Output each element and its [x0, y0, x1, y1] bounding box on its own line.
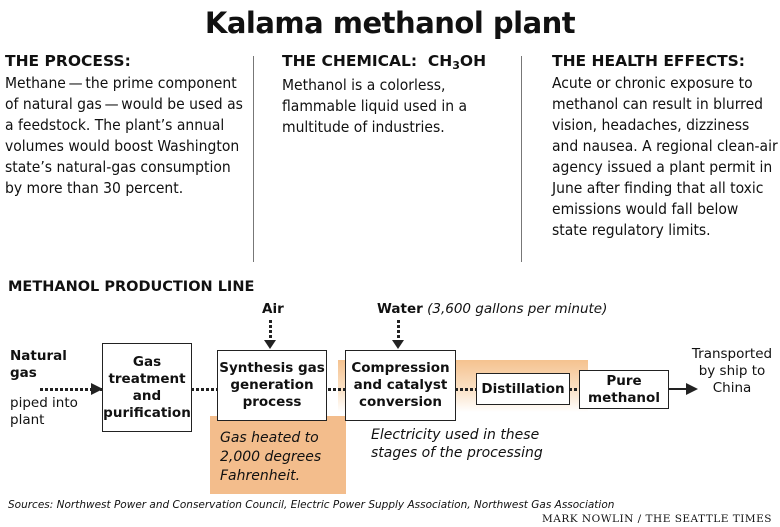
flow-line-4: [569, 388, 580, 391]
water-note: (3,600 gallons per minute): [427, 301, 608, 317]
chemical-heading-label: THE CHEMICAL:: [282, 52, 418, 70]
health-column: THE HEALTH EFFECTS: Acute or chronic exp…: [552, 52, 778, 241]
chemical-heading: THE CHEMICAL: CH3OH: [282, 52, 512, 72]
flow-line-input: [40, 388, 102, 391]
input-natural-gas-label: Natural gas: [10, 348, 67, 381]
arrow-right-icon: [91, 383, 103, 395]
health-body: Acute or chronic exposure to methanol ca…: [552, 74, 778, 239]
step-distillation: Distillation: [476, 373, 570, 405]
process-column: THE PROCESS: Methane — the prime compone…: [5, 52, 245, 199]
chemical-column: THE CHEMICAL: CH3OH Methanol is a colorl…: [282, 52, 512, 138]
air-dashed-line: [269, 320, 272, 344]
water-label: Water: [377, 301, 423, 317]
heat-note: Gas heated to 2,000 degrees Fahrenheit.: [220, 430, 322, 484]
step-gas-treatment: Gas treatment and purification: [102, 343, 192, 432]
arrow-down-icon: [264, 340, 276, 349]
column-divider-right: [521, 56, 522, 262]
formula-suffix: OH: [459, 52, 487, 70]
electricity-note: Electricity used in these stages of the …: [371, 427, 543, 461]
water-dashed-line: [397, 320, 400, 344]
credit-line: MARK NOWLIN / THE SEATTLE TIMES: [542, 513, 772, 525]
arrow-down-icon: [392, 340, 404, 349]
flow-line-3: [455, 388, 477, 391]
output-note: Transported by ship to China: [691, 346, 773, 396]
formula-prefix: CH: [427, 52, 453, 70]
process-heading: THE PROCESS:: [5, 52, 131, 70]
chemical-body: Methanol is a colorless, flammable liqui…: [282, 76, 468, 136]
production-line-heading: METHANOL PRODUCTION LINE: [8, 279, 255, 295]
process-body: Methane — the prime component of natural…: [5, 74, 243, 197]
air-label: Air: [262, 301, 284, 317]
formula-subscript: 3: [452, 59, 460, 72]
input-piped-label: piped into plant: [10, 395, 78, 428]
step-compression: Compression and catalyst conversion: [345, 350, 456, 421]
page-title: Kalama methanol plant: [204, 6, 576, 40]
heat-highlight: [210, 416, 346, 494]
flow-line-1: [191, 388, 218, 391]
column-divider-left: [253, 56, 254, 262]
flow-line-output: [668, 388, 690, 390]
step-pure-methanol: Pure methanol: [579, 370, 669, 409]
health-heading: THE HEALTH EFFECTS:: [552, 52, 746, 70]
water-label-group: Water (3,600 gallons per minute): [377, 301, 607, 318]
sources-note: Sources: Northwest Power and Conservatio…: [8, 499, 615, 511]
arrow-right-icon: [686, 383, 698, 395]
chemical-formula: CH3OH: [427, 52, 487, 72]
step-synthesis-gas: Synthesis gas generation process: [217, 350, 327, 421]
flow-line-2: [328, 388, 346, 391]
